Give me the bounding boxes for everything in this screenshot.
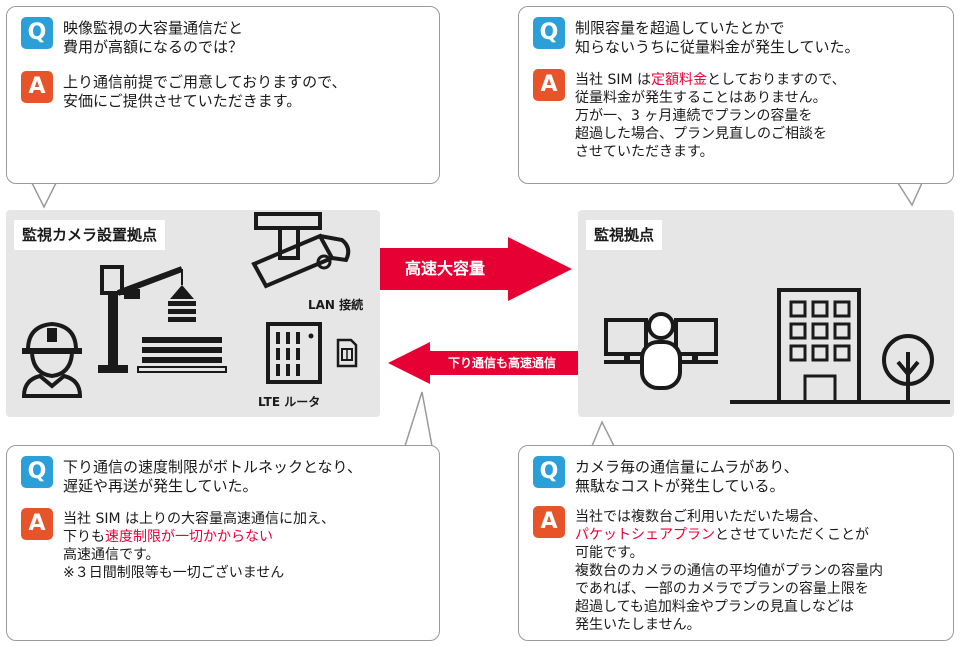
answer-block: A 上り通信前提でご用意しておりますので、安価にご提供させていただきます。: [21, 71, 429, 115]
answer-badge: A: [21, 71, 53, 103]
question-block: Q カメラ毎の通信量にムラがあり、無駄なコストが発生している。: [533, 456, 943, 500]
qa-bubble-overage: Q 制限容量を超過していたとかで知らないうちに従量料金が発生していた。 A 当社…: [518, 6, 954, 184]
question-block: Q 制限容量を超過していたとかで知らないうちに従量料金が発生していた。: [533, 17, 943, 61]
cctv-camera-icon: [251, 212, 351, 289]
lte-router-label: LTE ルータ: [258, 395, 321, 409]
download-arrow: [388, 342, 578, 384]
monitor-operator-icon: [604, 312, 718, 390]
answer-block: A 当社 SIM は上りの大容量高速通信に加え、 下りも速度制限が一切かからない…: [21, 508, 429, 598]
answer-text: 当社では複数台ご利用いただいた場合、 パケットシェアプランとさせていただくことが…: [575, 509, 883, 633]
question-text: 映像監視の大容量通信だと費用が高額になるのでは？: [63, 19, 244, 56]
upload-arrow: [380, 237, 572, 301]
answer-badge: A: [533, 69, 565, 101]
tree-icon: [882, 334, 934, 402]
qa-bubble-usage: Q カメラ毎の通信量にムラがあり、無駄なコストが発生している。 A 当社では複数…: [518, 445, 954, 641]
question-badge: Q: [533, 17, 565, 49]
download-arrow-label: 下り通信も高速通信: [447, 356, 556, 370]
crane-icon: [98, 265, 196, 373]
worker-helmet-icon: [21, 321, 83, 398]
question-block: Q 下り通信の速度制限がボトルネックとなり、遅延や再送が発生していた。: [21, 456, 429, 500]
monitoring-center-title: 監視拠点: [586, 220, 663, 250]
no-speed-limit-emphasis: 速度制限が一切かからない: [105, 529, 273, 545]
answer-text: 当社 SIM は定額料金としておりますので、 従量料金が発生することはありません…: [575, 72, 846, 160]
question-text: 制限容量を超過していたとかで知らないうちに従量料金が発生していた。: [575, 19, 860, 56]
answer-text: 当社 SIM は上りの大容量高速通信に加え、 下りも速度制限が一切かからない 高…: [63, 511, 335, 581]
question-badge: Q: [21, 17, 53, 49]
lumber-stack-icon: [137, 337, 227, 373]
flat-rate-emphasis: 定額料金: [651, 72, 707, 88]
question-badge: Q: [533, 456, 565, 488]
upload-arrow-label: 高速大容量: [404, 259, 485, 278]
question-text: カメラ毎の通信量にムラがあり、無駄なコストが発生している。: [575, 458, 799, 495]
answer-text: 上り通信前提でご用意しておりますので、安価にご提供させていただきます。: [63, 73, 347, 110]
answer-badge: A: [21, 508, 53, 540]
sim-card-icon: [336, 338, 358, 368]
question-block: Q 映像監視の大容量通信だと費用が高額になるのでは？: [21, 17, 429, 61]
office-building-icon: [777, 288, 861, 404]
qa-bubble-cost: Q 映像監視の大容量通信だと費用が高額になるのでは？ A 上り通信前提でご用意し…: [6, 6, 440, 184]
lan-connection-label: LAN 接続: [308, 298, 364, 312]
answer-badge: A: [533, 506, 565, 538]
answer-block: A 当社では複数台ご利用いただいた場合、 パケットシェアプランとさせていただくこ…: [533, 506, 943, 636]
camera-site-panel: 監視カメラ設置拠点 LAN 接続 LTE ルータ: [6, 210, 380, 417]
ground-line: [730, 400, 950, 404]
lte-router-icon: [266, 322, 322, 384]
answer-block: A 当社 SIM は定額料金としておりますので、 従量料金が発生することはありま…: [533, 69, 943, 179]
qa-bubble-downlink: Q 下り通信の速度制限がボトルネックとなり、遅延や再送が発生していた。 A 当社…: [6, 445, 440, 641]
question-text: 下り通信の速度制限がボトルネックとなり、遅延や再送が発生していた。: [63, 458, 362, 495]
question-badge: Q: [21, 456, 53, 488]
camera-site-title: 監視カメラ設置拠点: [14, 220, 166, 250]
packet-share-plan-emphasis: パケットシェアプラン: [575, 527, 715, 543]
monitoring-center-panel: 監視拠点: [578, 210, 954, 417]
